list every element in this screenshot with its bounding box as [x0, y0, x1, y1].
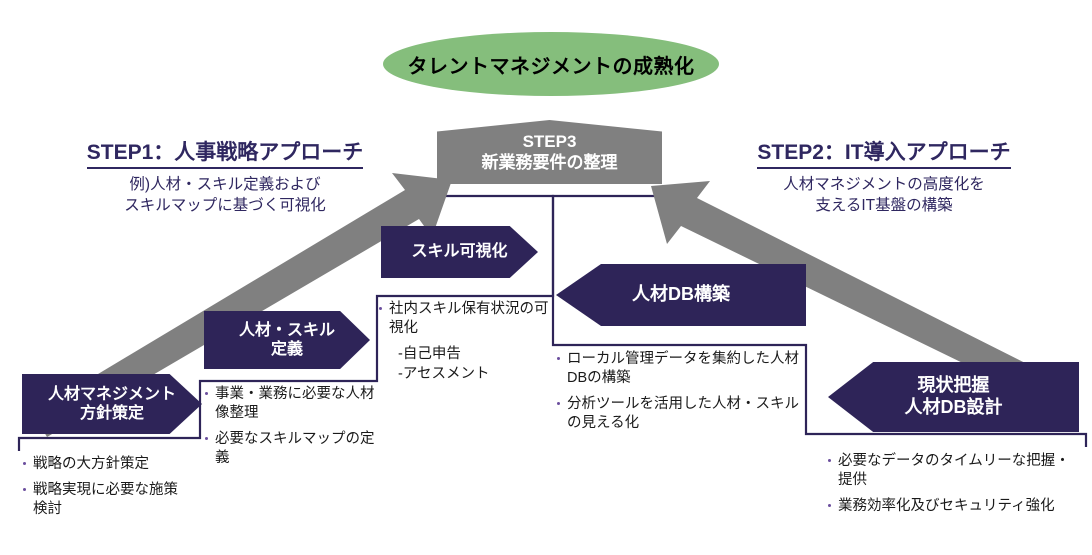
- goal-ellipse: タレントマネジメントの成熟化: [383, 32, 719, 96]
- chevron-skilldef-line1: 人材・スキル: [238, 321, 335, 339]
- chevron-asis-line1: 現状把握: [917, 375, 990, 396]
- step3-line1: STEP3: [522, 131, 577, 151]
- step1-heading-block: STEP1：人事戦略アプローチ 例)人材・スキル定義および スキルマップに基づく…: [60, 136, 390, 217]
- chevron-jinzai-skill-teigi: 人材・スキル 定義: [204, 311, 370, 369]
- chevron-skillvis-line1: スキル可視化: [411, 243, 508, 261]
- list-item: 社内スキル保有状況の可視化: [378, 300, 553, 338]
- list-item: ローカル管理データを集約した人材DBの構築: [556, 350, 806, 388]
- bullets-skilldef: 事業・業務に必要な人材像整理 必要なスキルマップの定義: [204, 385, 382, 476]
- list-item: 業務効率化及びセキュリティ強化: [827, 497, 1082, 516]
- bullets-asis: 必要なデータのタイムリーな把握・提供 業務効率化及びセキュリティ強化: [827, 452, 1082, 523]
- step2-subtitle-line1: 人材マネジメントの高度化を: [783, 176, 985, 193]
- list-item: 必要なデータのタイムリーな把握・提供: [827, 452, 1082, 490]
- step2-heading-block: STEP2：IT導入アプローチ 人材マネジメントの高度化を 支えるIT基盤の構築: [718, 136, 1050, 217]
- chevron-jinzai-db-kouchiku: 人材DB構築: [556, 264, 806, 326]
- chevron-dbbuild-line1: 人材DB構築: [632, 284, 730, 305]
- sub-item: -自己申告: [398, 346, 461, 363]
- bullets-skillvis: 社内スキル保有状況の可視化 -自己申告 -アセスメント: [378, 300, 553, 386]
- chevron-asis-line2: 人材DB設計: [904, 397, 1003, 417]
- step3-line2: 新業務要件の整理: [481, 153, 618, 172]
- step3-pentagon: STEP3 新業務要件の整理: [437, 120, 662, 184]
- goal-label: タレントマネジメントの成熟化: [407, 55, 695, 78]
- list-item: 戦略の大方針策定: [22, 455, 192, 474]
- step1-subtitle-line1: 例)人材・スキル定義および: [129, 176, 321, 193]
- bullets-policy: 戦略の大方針策定 戦略実現に必要な施策検討: [22, 455, 192, 526]
- step2-subtitle-line2: 支えるIT基盤の構築: [815, 196, 953, 214]
- step1-title: STEP1：人事戦略アプローチ: [86, 136, 364, 169]
- sub-item: -アセスメント: [398, 366, 490, 383]
- chevron-jinzai-management-houshin: 人材マネジメント 方針策定: [22, 374, 202, 434]
- chevron-policy-line2: 方針策定: [79, 405, 144, 422]
- chevron-genjou-haaku-db-sekkei: 現状把握 人材DB設計: [828, 362, 1079, 432]
- step1-subtitle-line2: スキルマップに基づく可視化: [124, 196, 326, 214]
- list-item: 分析ツールを活用した人材・スキルの見える化: [556, 395, 806, 433]
- chevron-skill-kashika: スキル可視化: [381, 226, 538, 278]
- bullets-dbbuild: ローカル管理データを集約した人材DBの構築 分析ツールを活用した人材・スキルの見…: [556, 350, 806, 441]
- list-item: 必要なスキルマップの定義: [204, 430, 382, 468]
- list-item: 戦略実現に必要な施策検討: [22, 481, 192, 519]
- list-item: 事業・業務に必要な人材像整理: [204, 385, 382, 423]
- chevron-skilldef-line2: 定義: [270, 341, 303, 358]
- chevron-policy-line1: 人材マネジメント: [47, 385, 176, 403]
- step2-title: STEP2：IT導入アプローチ: [757, 136, 1011, 169]
